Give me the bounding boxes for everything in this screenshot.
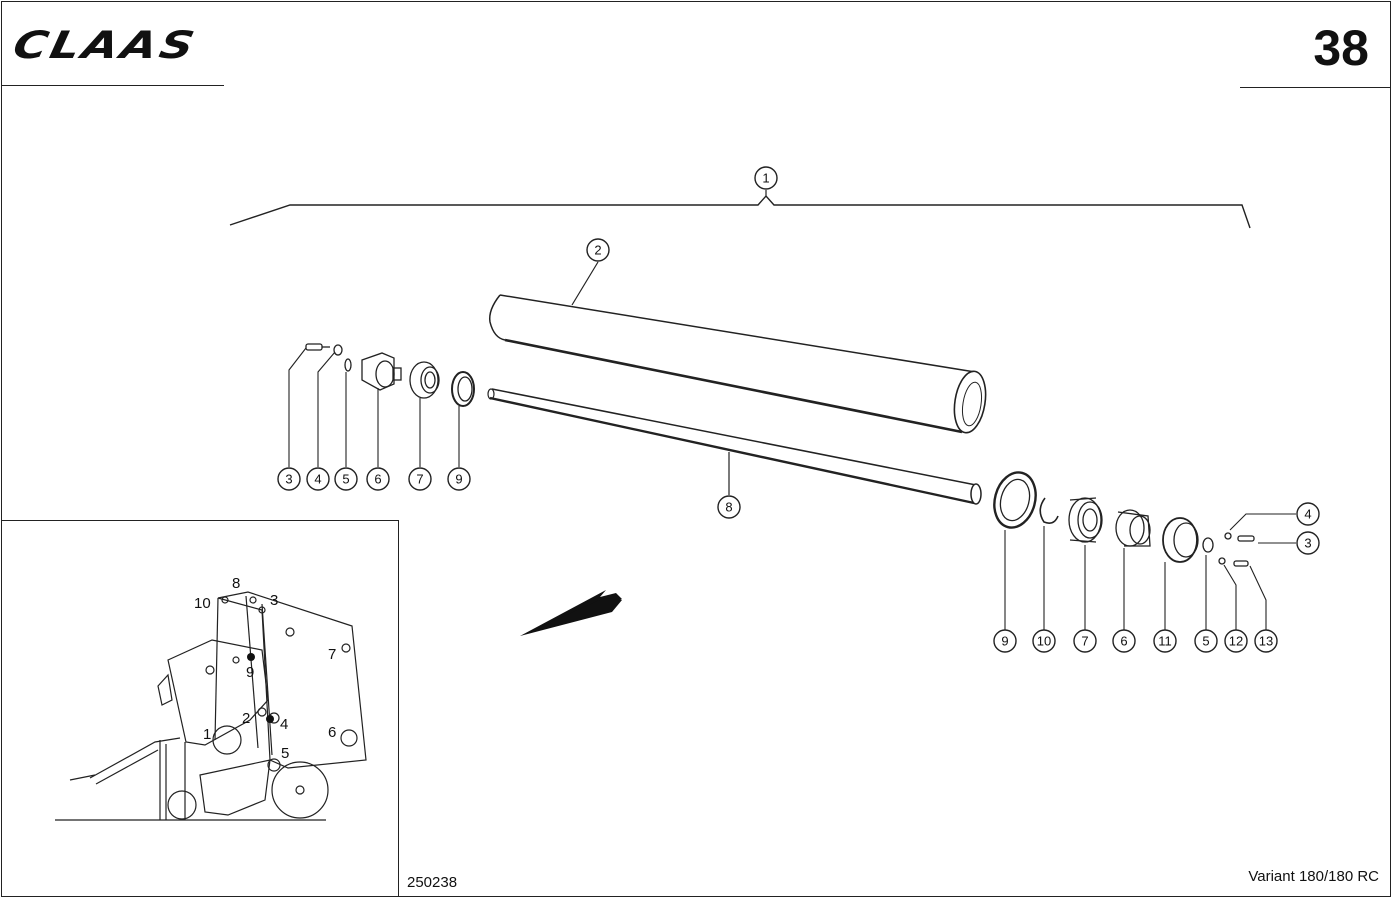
svg-text:4: 4 (1304, 507, 1311, 522)
callout-left-4: 4 (306, 467, 330, 491)
svg-text:9: 9 (455, 472, 462, 487)
baler-sketch (55, 591, 367, 821)
right-hardware (993, 471, 1255, 567)
callout-right-10: 10 (1032, 629, 1056, 653)
header-rule-left (2, 85, 224, 86)
callout-right-3: 3 (1296, 531, 1320, 555)
svg-text:7: 7 (1081, 634, 1088, 649)
inset-point-4 (266, 715, 274, 723)
svg-text:12: 12 (1229, 634, 1243, 649)
callout-right-6: 6 (1112, 629, 1136, 653)
inset-label-10: 10 (194, 595, 211, 612)
svg-text:7: 7 (416, 472, 423, 487)
svg-text:2: 2 (594, 243, 601, 258)
inset-label-2: 2 (242, 710, 250, 727)
callout-2: 2 (586, 238, 610, 262)
callout-right-7: 7 (1073, 629, 1097, 653)
inset-label-6: 6 (328, 724, 336, 741)
header-rule-right (1240, 87, 1390, 88)
inset-label-7: 7 (328, 646, 336, 663)
inset-label-4: 4 (280, 716, 288, 733)
callout-left-6: 6 (366, 467, 390, 491)
left-hardware (305, 343, 475, 407)
callout-8: 8 (717, 495, 741, 519)
callout-1: 1 (754, 166, 778, 190)
shaft-part-8 (487, 388, 982, 505)
callout-right-12: 12 (1224, 629, 1248, 653)
inset-label-8: 8 (232, 575, 240, 592)
inset-labels: 10 8 3 7 9 2 4 1 6 5 (194, 575, 336, 762)
inset-label-1: 1 (203, 726, 211, 743)
svg-text:8: 8 (725, 500, 732, 515)
svg-text:13: 13 (1259, 634, 1273, 649)
callout-left-5: 5 (334, 467, 358, 491)
callout-right-13: 13 (1254, 629, 1278, 653)
leader-2 (571, 261, 599, 306)
inset-label-3: 3 (270, 592, 278, 609)
callout-left-7: 7 (408, 467, 432, 491)
callout-left-9: 9 (447, 467, 471, 491)
page-number: 38 (1313, 20, 1369, 76)
svg-text:1: 1 (762, 171, 769, 186)
inset-label-9: 9 (246, 664, 254, 681)
assembly-bracket (229, 194, 1251, 229)
inset-point-9 (247, 653, 255, 661)
inset-label-5: 5 (281, 745, 289, 762)
svg-text:6: 6 (1120, 634, 1127, 649)
callout-right-4: 4 (1296, 502, 1320, 526)
svg-text:5: 5 (342, 472, 349, 487)
svg-text:5: 5 (1202, 634, 1209, 649)
left-leaders (288, 347, 460, 467)
callout-left-3: 3 (277, 467, 301, 491)
svg-text:10: 10 (1037, 634, 1051, 649)
inset-panel (1, 520, 399, 897)
right-leaders (1004, 513, 1296, 630)
svg-text:3: 3 (1304, 536, 1311, 551)
callout-right-9: 9 (993, 629, 1017, 653)
svg-text:11: 11 (1158, 634, 1172, 649)
model-designation: Variant 180/180 RC (1248, 868, 1379, 885)
svg-text:3: 3 (285, 472, 292, 487)
tube-part-2 (488, 294, 987, 434)
drawing-code: 250238 (407, 874, 458, 891)
callout-right-11: 11 (1153, 629, 1177, 653)
svg-text:9: 9 (1001, 634, 1008, 649)
callout-right-5: 5 (1194, 629, 1218, 653)
svg-text:4: 4 (314, 472, 321, 487)
svg-text:6: 6 (374, 472, 381, 487)
direction-arrow-body (520, 598, 622, 636)
